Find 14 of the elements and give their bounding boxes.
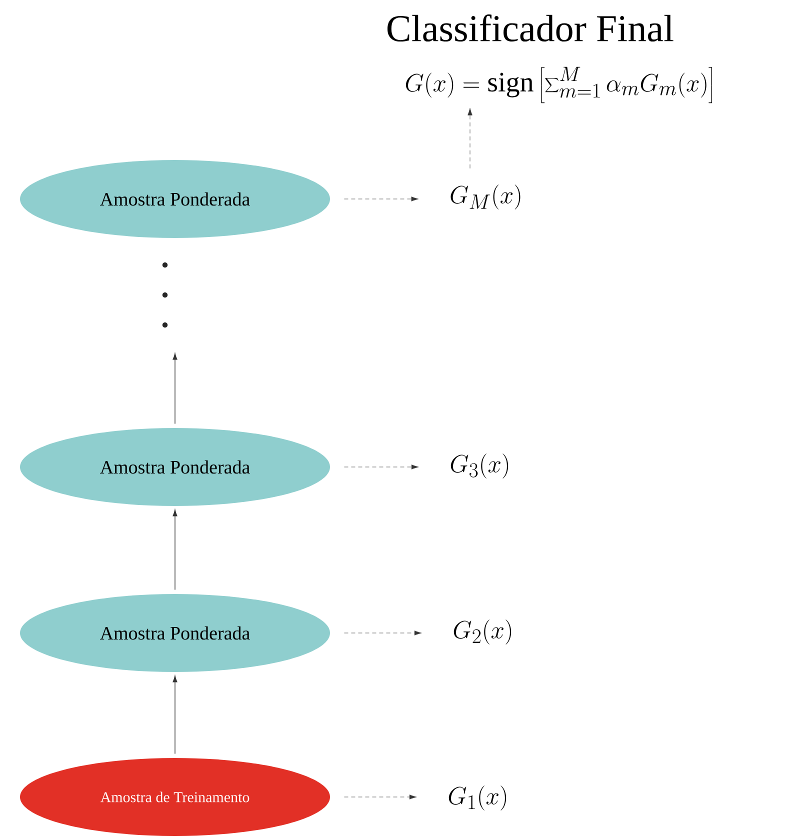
arrow [172,353,178,424]
arrow [344,794,417,800]
formula-label: $G(x) = \mathrm{sign}\left[\displaystyle\sum\nolimits_{m=1}^{M} \alpha_m G_m(x)\right]$ [406,66,712,104]
arrow [344,630,422,636]
arrow [344,196,419,202]
title: Classificador Final [388,14,674,42]
arrow [172,676,178,754]
arrow [172,510,178,590]
formula-label: $G_2(x)$ [454,620,512,644]
arrow [468,108,472,169]
formula-label: $G_M(x)$ [450,184,520,210]
arrow [344,464,419,470]
formula-label: $G_1(x)$ [448,786,506,810]
formula-label: $G_3(x)$ [450,454,508,478]
